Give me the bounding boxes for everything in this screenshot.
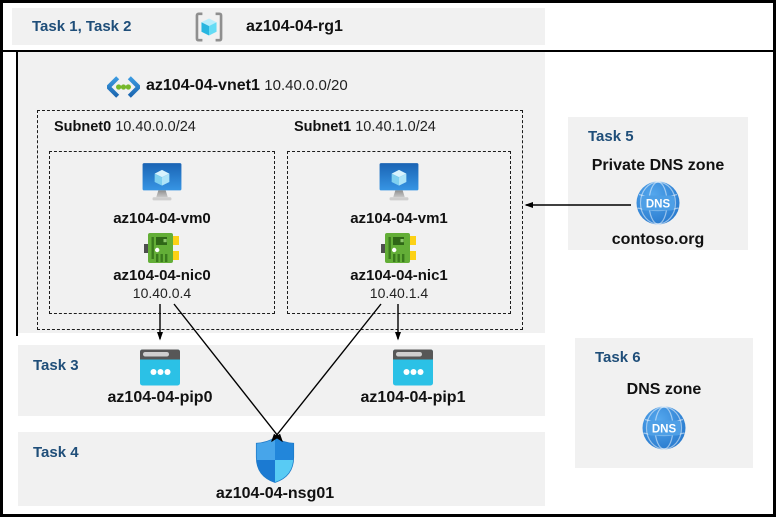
task6-label: Task 6 [595,349,641,366]
subnet1-title: Subnet1 10.40.1.0/24 [294,119,436,135]
vm-icon [142,163,182,201]
vm-icon [379,163,419,201]
pip1-name: az104-04-pip1 [360,389,466,406]
resource-group-band: Task 1, Task 2 az104-04-rg1 [12,8,545,45]
task-1-2-label: Task 1, Task 2 [32,18,132,35]
vnet-region: az104-04-vnet1 10.40.0.0/20 Subnet0 10.4… [18,52,545,333]
resource-group-name: az104-04-rg1 [246,18,343,35]
subnet0-name: Subnet0 [54,119,112,135]
nsg-shield-icon [255,437,295,483]
subnet1-cidr: 10.40.1.0/24 [355,119,436,135]
dns-icon-text: DNS [646,199,671,211]
dns-zone-title: DNS zone [626,381,702,398]
subnet1-box: az104-04-vm1 az104-04-nic1 10.40.1.4 [287,151,511,314]
task3-band: Task 3 az104-04-pip0 az104-04-pip1 [18,345,545,416]
section-divider-line [3,50,773,52]
vnet-left-border [16,50,18,336]
private-dns-zone-name: contoso.org [611,231,705,248]
nsg-name: az104-04-nsg01 [215,485,335,502]
nic-icon [144,233,179,263]
resource-group-icon [195,12,223,42]
public-ip-icon [393,349,433,386]
vnet-name: az104-04-vnet1 [146,77,260,94]
nsg-group: az104-04-nsg01 [200,437,350,503]
vnet-cidr: 10.40.0.0/20 [264,77,348,94]
task4-band: Task 4 az104-04-nsg01 [18,432,545,506]
subnets-container: Subnet0 10.40.0.0/24 az104-04-vm0 [37,110,523,330]
dns-icon: DNS [636,181,680,225]
pip0-group: az104-04-pip0 [85,349,235,407]
nic-icon [381,233,416,263]
dns-icon-text: DNS [652,424,677,436]
pip0-name: az104-04-pip0 [107,389,213,406]
task6-box: Task 6 DNS zone DNS [575,338,753,468]
nic-ip: 10.40.0.4 [132,285,192,301]
vm-name: az104-04-vm1 [350,210,448,227]
task5-box: Task 5 Private DNS zone DNS contoso.org [568,117,748,250]
task5-label: Task 5 [588,128,634,145]
private-dns-zone-title: Private DNS zone [591,157,725,174]
nic-ip: 10.40.1.4 [369,285,429,301]
vnet-title: az104-04-vnet1 10.40.0.0/20 [146,77,348,95]
subnet0-title: Subnet0 10.40.0.0/24 [54,119,196,135]
subnet1-name: Subnet1 [294,119,352,135]
vm-name: az104-04-vm0 [113,210,211,227]
vnet-icon [107,76,140,98]
public-ip-icon [140,349,180,386]
nic-name: az104-04-nic0 [113,267,211,284]
task3-label: Task 3 [33,357,79,374]
dns-icon: DNS [642,406,686,450]
subnet0-box: az104-04-vm0 az104-04-nic0 10.40.0.4 [49,151,275,314]
pip1-group: az104-04-pip1 [338,349,488,407]
subnet0-cidr: 10.40.0.0/24 [115,119,196,135]
nic-name: az104-04-nic1 [350,267,448,284]
task4-label: Task 4 [33,444,79,461]
